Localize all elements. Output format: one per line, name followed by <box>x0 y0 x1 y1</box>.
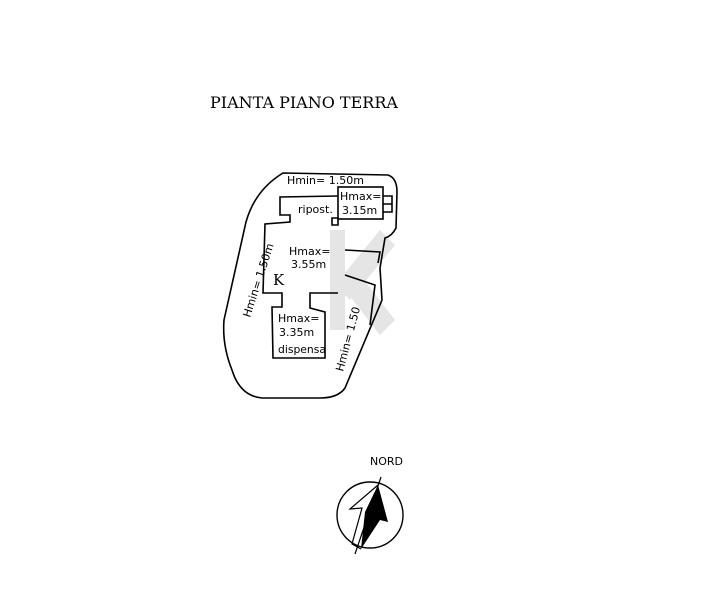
k-hmax: Hmax= <box>289 245 330 258</box>
north-label: NORD <box>370 455 403 468</box>
wall-right <box>344 249 381 326</box>
watermark-logo <box>330 230 395 335</box>
plan-title: PIANTA PIANO TERRA <box>210 93 398 112</box>
window-right <box>383 195 393 213</box>
k-hmax-value: 3.55m <box>291 258 326 271</box>
outer-boundary <box>222 172 398 399</box>
ripost-label: ripost. <box>298 203 333 216</box>
k-room-label: K <box>273 271 285 289</box>
dispensa-label: dispensa <box>278 343 326 356</box>
dispensa-hmax-value: 3.35m <box>279 326 314 339</box>
wall-stub <box>331 217 339 226</box>
north-arrow-icon: NORD <box>336 455 404 555</box>
wall-ripost <box>262 195 339 359</box>
dispensa-hmax: Hmax= <box>278 312 319 325</box>
ripost-hmax-value: 3.15m <box>342 204 377 217</box>
ripost-hmax-box <box>337 186 384 220</box>
hmin-top-label: Hmin= 1.50m <box>287 174 364 187</box>
ripost-hmax: Hmax= <box>340 190 381 203</box>
